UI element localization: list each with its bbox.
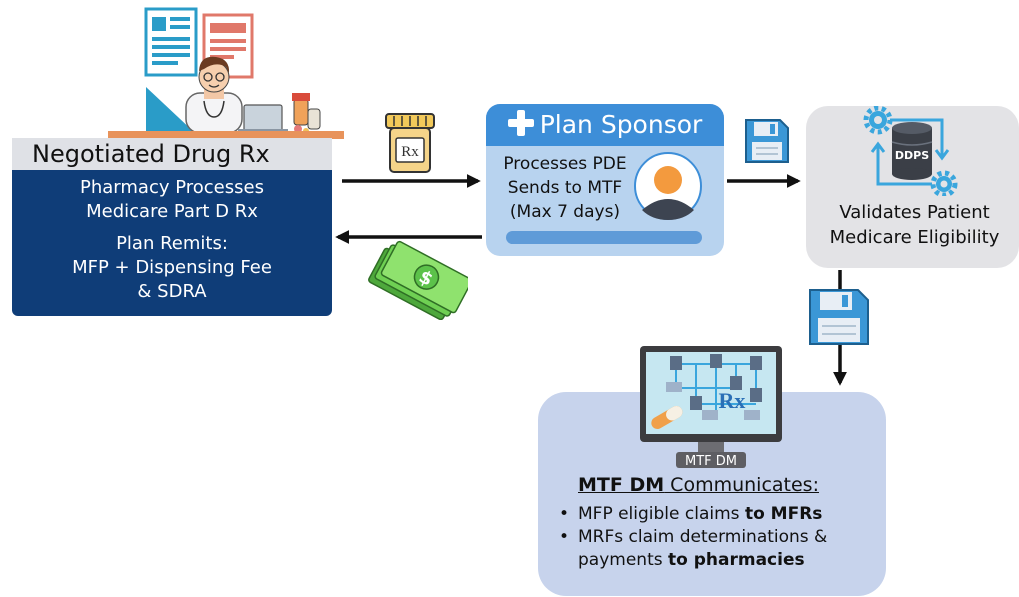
pharmacy-desk [108, 131, 344, 139]
mtf-monitor-label: MTF DM [685, 454, 737, 469]
rx-bottle-icon: Rx [385, 113, 435, 173]
pharmacy-remit-line-2: MFP + Dispensing Fee [72, 257, 272, 278]
mtf-list: MFP eligible claims to MFRs MRFs claim d… [556, 503, 886, 572]
gear-icon-2 [930, 170, 958, 196]
mtf-heading: MTF DM Communicates: [578, 472, 819, 498]
monitor-rx-symbol: Rx [719, 388, 746, 413]
ddps-text: Validates Patient Medicare Eligibility [810, 200, 1019, 250]
ddps-database-icon: DDPS [863, 106, 958, 196]
money-icon: $ [368, 240, 468, 320]
plan-sponsor-line-3: (Max 7 days) [509, 202, 621, 222]
mtf-item-2-line-1: MRFs claim determinations & [578, 527, 828, 547]
pharmacist-illustration [108, 7, 344, 139]
rx-bottle-label: Rx [401, 144, 419, 160]
ddps-badge: DDPS [895, 149, 929, 162]
mtf-dm-monitor-icon: Rx MTF DM [640, 346, 782, 469]
list-item-continuation: payments to pharmacies [556, 549, 886, 572]
person-avatar-icon [634, 152, 702, 220]
pharmacy-line-1: Pharmacy Processes [80, 177, 264, 198]
mtf-item-1-text: MFP eligible claims [578, 504, 745, 524]
plan-sponsor-header: Plan Sponsor [486, 104, 724, 146]
floppy-disk-icon-2 [809, 289, 869, 345]
pharmacy-remit-line-1: Plan Remits: [116, 233, 228, 254]
plan-sponsor-bar [506, 231, 702, 244]
pharmacy-title: Negotiated Drug Rx [12, 138, 332, 170]
floppy-disk-icon [745, 119, 789, 163]
ddps-line-1: Validates Patient [839, 202, 990, 223]
plan-sponsor-line-1: Processes PDE [503, 154, 627, 174]
mtf-heading-rest: Communicates: [664, 474, 819, 496]
mtf-item-2-bold: to pharmacies [668, 550, 805, 570]
pharmacy-line-2: Medicare Part D Rx [86, 201, 258, 222]
gear-icon [863, 106, 893, 135]
plan-sponsor-title: Plan Sponsor [539, 110, 703, 139]
list-item: MFP eligible claims to MFRs [556, 503, 886, 526]
pharmacist-avatar [185, 56, 243, 134]
document-poster-left [144, 7, 198, 77]
ddps-line-2: Medicare Eligibility [829, 227, 1000, 248]
pharmacy-box: Pharmacy Processes Medicare Part D Rx Pl… [12, 170, 332, 316]
plan-sponsor-text: Processes PDE Sends to MTF (Max 7 days) [490, 152, 640, 224]
plan-sponsor-line-2: Sends to MTF [507, 178, 623, 198]
pharmacy-remit-line-3: & SDRA [137, 281, 207, 302]
mtf-item-2-text: payments [578, 550, 668, 570]
mtf-heading-bold: MTF DM [578, 474, 665, 496]
plus-icon [507, 110, 534, 136]
list-item: MRFs claim determinations & [556, 526, 886, 549]
mtf-item-1-bold: to MFRs [744, 504, 823, 524]
